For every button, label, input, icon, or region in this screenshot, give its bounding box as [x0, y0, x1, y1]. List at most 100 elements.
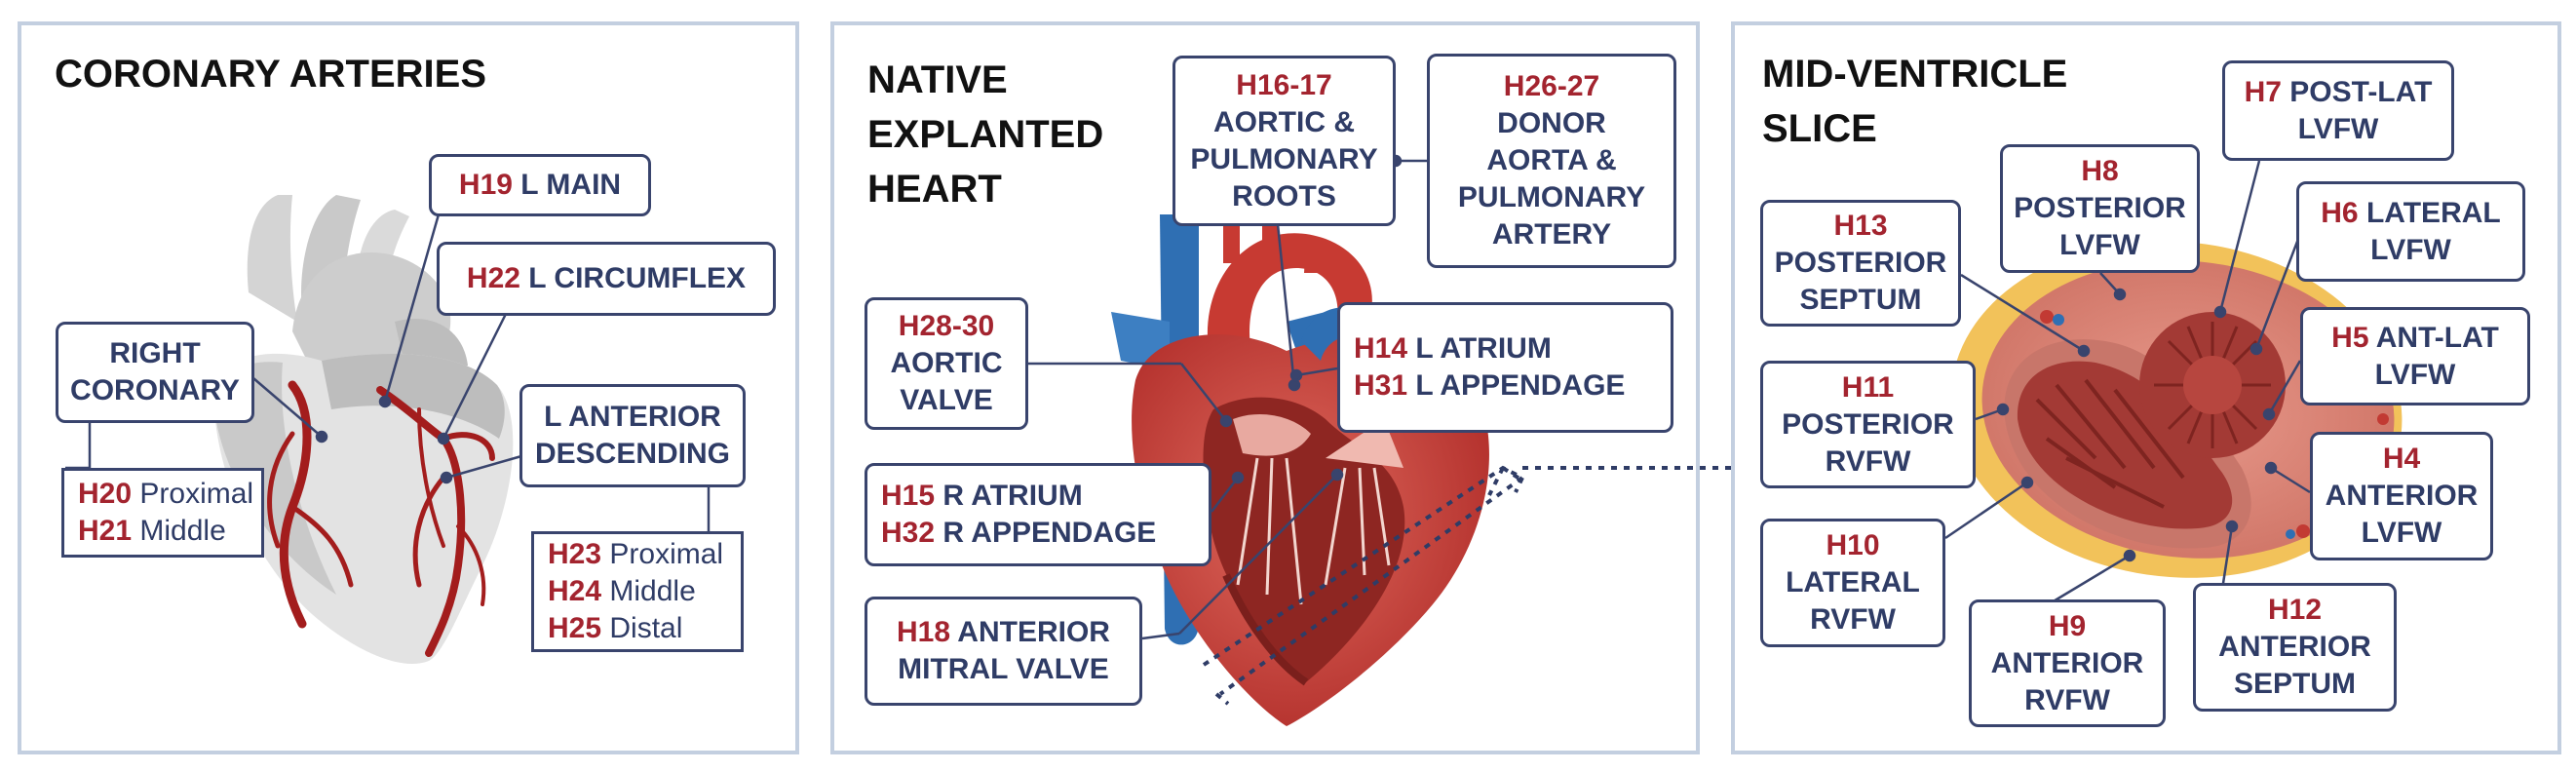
section-label: POSTERIOR — [2014, 192, 2186, 224]
section-code: H4 — [2382, 443, 2421, 475]
section-label: RVFW — [1810, 603, 1896, 636]
label-box-h10-lateral-rvfw: H10 LATERAL RVFW — [1760, 519, 1945, 647]
section-label: Middle — [139, 515, 226, 547]
section-label: ROOTS — [1232, 179, 1336, 212]
section-label: Proximal — [609, 538, 724, 570]
section-code: H23 — [548, 538, 602, 570]
label-box-aortic-pulmonary-roots: H16-17 AORTIC & PULMONARY ROOTS — [1173, 56, 1396, 226]
section-label: AORTA & — [1486, 144, 1617, 176]
panel-2-leader-lines — [1028, 154, 1427, 640]
section-code: H13 — [1833, 210, 1888, 242]
section-label: ANTERIOR — [957, 616, 1110, 648]
label-box-h7-post-lat-lvfw: H7 POST-LAT LVFW — [2222, 60, 2454, 161]
section-label: POST-LAT — [2289, 75, 2433, 108]
section-label: POSTERIOR — [1774, 247, 1947, 279]
label-box-donor-aorta-pulmonary-artery: H26-27 DONOR AORTA & PULMONARY ARTERY — [1427, 54, 1676, 268]
section-code: H8 — [2081, 155, 2119, 187]
section-label: L ANTERIOR — [544, 401, 721, 433]
label-box-lad-segments: H23 Proximal H24 Middle H25 Distal — [531, 531, 744, 652]
section-label: SEPTUM — [1799, 284, 1922, 316]
label-box-h5-ant-lat-lvfw: H5 ANT-LAT LVFW — [2300, 307, 2530, 405]
section-label: R APPENDAGE — [942, 517, 1157, 549]
section-label: RIGHT — [109, 337, 201, 369]
section-code: H22 — [466, 262, 520, 294]
section-label: L ATRIUM — [1415, 332, 1552, 365]
label-box-right-coronary: RIGHT CORONARY — [56, 322, 254, 423]
panel-1-leader-lines — [65, 213, 711, 531]
section-label: LATERAL — [2365, 196, 2501, 229]
label-box-anterior-mitral-valve: H18 ANTERIOR MITRAL VALVE — [865, 597, 1142, 706]
section-code: H24 — [548, 575, 602, 607]
label-box-h9-anterior-rvfw: H9 ANTERIOR RVFW — [1969, 599, 2166, 727]
section-label: ANTERIOR — [2218, 631, 2371, 663]
section-label: Distal — [609, 612, 683, 644]
section-code: H15 — [881, 480, 936, 512]
label-box-r-atrium-appendage: H15 R ATRIUM H32 R APPENDAGE — [865, 463, 1211, 566]
section-code: H28-30 — [898, 310, 995, 342]
section-label: RVFW — [2024, 683, 2110, 716]
section-code: H19 — [458, 169, 513, 201]
section-label: Middle — [609, 575, 696, 607]
section-code: H14 — [1354, 332, 1408, 365]
section-label: MITRAL VALVE — [898, 653, 1109, 685]
section-code: H9 — [2048, 609, 2087, 642]
section-label: L MAIN — [520, 169, 622, 201]
label-box-l-main: H19 L MAIN — [429, 154, 651, 216]
section-code: H18 — [897, 616, 951, 648]
slice-plane-indicator — [1202, 465, 1733, 706]
panel-title: CORONARY ARTERIES — [55, 53, 487, 96]
section-code: H26-27 — [1503, 70, 1600, 102]
label-box-h6-lateral-lvfw: H6 LATERAL LVFW — [2296, 181, 2525, 282]
section-label: L APPENDAGE — [1415, 369, 1626, 402]
panel-3-leader-lines — [1944, 160, 2311, 604]
section-label: LVFW — [2370, 233, 2451, 266]
section-code: H16-17 — [1236, 68, 1332, 101]
section-label: LVFW — [2059, 229, 2140, 261]
label-box-aortic-valve: H28-30 AORTIC VALVE — [865, 297, 1028, 430]
label-box-l-anterior-descending: L ANTERIOR DESCENDING — [519, 384, 746, 487]
section-label: ANT-LAT — [2375, 321, 2499, 354]
section-code: H25 — [548, 612, 602, 644]
mid-ventricle-slice-illustration — [1950, 241, 2403, 578]
section-label: PULMONARY — [1457, 181, 1646, 213]
label-box-l-atrium-appendage: H14 L ATRIUM H31 L APPENDAGE — [1337, 302, 1673, 433]
section-code: H7 — [2244, 75, 2282, 108]
section-label: LATERAL — [1786, 566, 1920, 598]
section-label: AORTIC & — [1213, 105, 1355, 138]
section-code: H21 — [78, 515, 133, 547]
section-label: L CIRCUMFLEX — [528, 262, 747, 294]
section-label: DESCENDING — [534, 438, 731, 470]
label-box-right-coronary-segments: H20 Proximal H21 Middle — [61, 468, 264, 558]
section-code: H6 — [2321, 196, 2359, 229]
label-box-h12-anterior-septum: H12 ANTERIOR SEPTUM — [2193, 583, 2397, 712]
section-code: H5 — [2331, 321, 2369, 354]
section-label: R ATRIUM — [942, 480, 1083, 512]
section-code: H11 — [1841, 370, 1895, 404]
coronary-heart-illustration — [213, 195, 514, 665]
section-label: DONOR — [1497, 107, 1606, 139]
section-code: H10 — [1826, 529, 1880, 561]
section-label: CORONARY — [70, 374, 240, 406]
section-code: H31 — [1354, 369, 1408, 402]
section-label: SEPTUM — [2233, 668, 2356, 700]
section-label: Proximal — [139, 478, 254, 510]
section-label: ANTERIOR — [2325, 480, 2479, 512]
section-label: LVFW — [2361, 517, 2442, 549]
panel-title: NATIVE EXPLANTED HEART — [867, 58, 1104, 211]
section-label: AORTIC — [890, 347, 1003, 379]
section-label: ANTERIOR — [1990, 646, 2144, 679]
section-label: LVFW — [2297, 112, 2379, 145]
panel-title: MID-VENTRICLE SLICE — [1762, 53, 2068, 150]
label-box-h4-anterior-lvfw: H4 ANTERIOR LVFW — [2310, 432, 2493, 560]
section-label: LVFW — [2374, 358, 2456, 391]
section-label: VALVE — [900, 384, 993, 416]
label-box-l-circumflex: H22 L CIRCUMFLEX — [437, 242, 776, 316]
section-label: POSTERIOR — [1782, 407, 1954, 441]
label-box-h11-posterior-rvfw: H11 POSTERIOR RVFW — [1760, 361, 1976, 488]
label-box-h8-posterior-lvfw: H8 POSTERIOR LVFW — [2000, 144, 2200, 273]
section-code: H12 — [2267, 594, 2323, 626]
section-label: RVFW — [1825, 444, 1911, 478]
section-label: ARTERY — [1491, 218, 1612, 251]
section-code: H20 — [78, 478, 133, 510]
